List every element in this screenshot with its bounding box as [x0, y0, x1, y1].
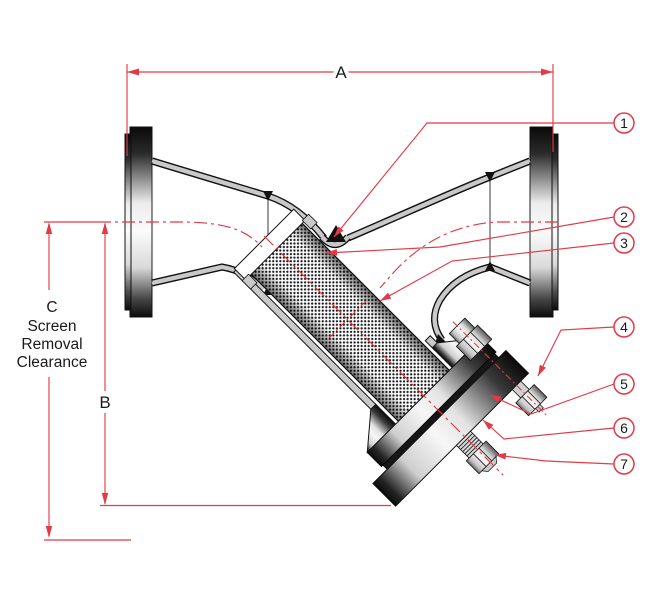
dim-c-label: C	[46, 299, 57, 316]
leader-line-5	[489, 383, 615, 415]
centerlines	[44, 221, 558, 289]
drain-plug	[455, 430, 500, 475]
callout-7-number: 7	[620, 456, 628, 472]
cover-stud-bolt	[448, 317, 548, 417]
callout-7: 7	[613, 453, 635, 475]
saddle-weld-joint	[326, 225, 346, 242]
callout-6-number: 6	[620, 420, 628, 436]
dimension-b: B	[95, 222, 391, 507]
callout-2: 2	[613, 206, 635, 228]
dimension-a: A	[126, 59, 554, 156]
leader-line-1	[333, 122, 614, 238]
dim-a-label: A	[335, 63, 347, 82]
seat-tab-lower	[241, 273, 258, 290]
outlet-centerline	[379, 221, 558, 289]
screen-seat-ring	[233, 208, 306, 281]
leader-line-2	[325, 216, 615, 256]
callout-4: 4	[613, 316, 635, 338]
callout-3-number: 3	[620, 235, 628, 251]
leader-line-4	[537, 326, 615, 377]
dimension-c-clearance: C Screen Removal Clearance	[13, 222, 131, 541]
leader-line-6	[482, 419, 615, 440]
callout-5: 5	[613, 373, 635, 395]
clearance-note-line1: Screen	[27, 318, 76, 335]
callout-1: 1	[613, 112, 635, 134]
callout-2-number: 2	[620, 209, 628, 225]
callout-leaders	[325, 122, 615, 465]
callout-1-number: 1	[620, 115, 628, 131]
strainer-branch	[232, 208, 548, 507]
screen-center-tick	[328, 300, 367, 339]
seat-tab-upper	[301, 213, 318, 230]
callout-3: 3	[613, 232, 635, 254]
callout-4-number: 4	[620, 319, 628, 335]
leader-line-7	[494, 452, 615, 465]
clearance-note-line2: Removal	[21, 336, 82, 353]
pipe-top-wall	[150, 157, 532, 249]
leader-line-3	[379, 242, 615, 302]
callout-5-number: 5	[620, 376, 628, 392]
inlet-centerline	[98, 221, 263, 248]
dim-b-label: B	[99, 393, 110, 412]
branch-centerline	[263, 235, 504, 476]
callout-6: 6	[613, 417, 635, 439]
strainer-body	[124, 126, 559, 507]
clearance-note-line3: Clearance	[17, 354, 88, 371]
callout-balloons: 1 2 3 4 5 6 7	[613, 112, 635, 475]
